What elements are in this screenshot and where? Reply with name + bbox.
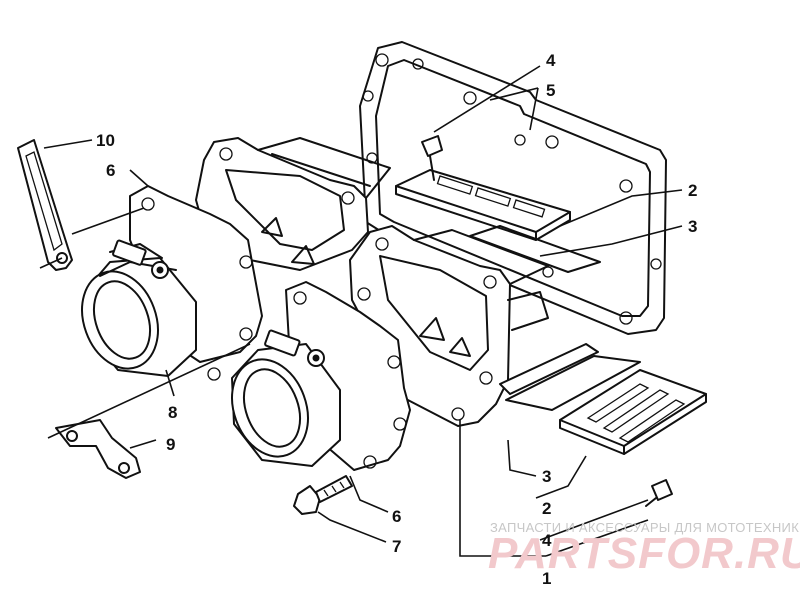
callout-8: 8: [168, 403, 177, 422]
reed-plate-lower: [499, 343, 707, 455]
callout-4-bottom: 4: [542, 531, 552, 550]
callout-numbers: 10 6 4 5 2 3 8 9 3 2 6 4 7 1: [96, 51, 697, 588]
callout-6-bottom: 6: [392, 507, 401, 526]
callout-7: 7: [392, 537, 401, 556]
bolt: [293, 475, 353, 515]
bracket-strip: [17, 139, 73, 271]
callout-5: 5: [546, 81, 555, 100]
callout-3-right: 3: [688, 217, 697, 236]
callout-9: 9: [166, 435, 175, 454]
hose-clamp-left: [109, 239, 169, 279]
watermark-logo: PARTSFOR.RU: [488, 529, 800, 578]
mounting-bracket: [55, 419, 141, 479]
screw-bottom: [645, 479, 673, 507]
callout-1: 1: [542, 569, 551, 588]
screw-top: [421, 135, 443, 181]
callout-10: 10: [96, 131, 115, 150]
callout-6-top: 6: [106, 161, 115, 180]
callout-2-right: 2: [688, 181, 697, 200]
callout-2-bottom: 2: [542, 499, 551, 518]
callout-4-top: 4: [546, 51, 556, 70]
hose-clamp-right: [264, 329, 325, 367]
leader-lines: [39, 65, 683, 557]
reed-plate-upper: [395, 169, 601, 273]
watermark-caption: ЗАПЧАСТИ И АКСЕССУАРЫ ДЛЯ МОТОТЕХНИКИ: [490, 520, 800, 535]
intake-boot-right: [231, 343, 341, 467]
callout-3-bottom: 3: [542, 467, 551, 486]
watermark: ЗАПЧАСТИ И АКСЕССУАРЫ ДЛЯ МОТОТЕХНИКИ PA…: [488, 520, 800, 578]
